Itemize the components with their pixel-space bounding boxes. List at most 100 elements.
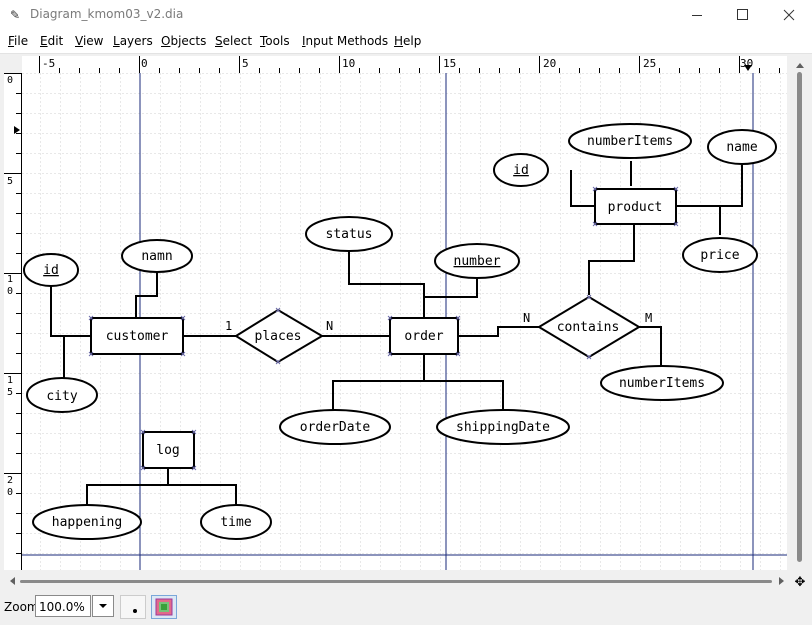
ruler-label: -5 [42,57,55,70]
scroll-left-icon[interactable] [6,573,20,589]
ruler-position-marker-icon [744,65,752,71]
attribute-label: happening [52,515,122,530]
ruler-label: 0 [7,286,13,297]
minimize-button[interactable] [674,0,720,31]
scroll-up-icon[interactable] [790,58,810,72]
entity-label: customer [106,329,169,344]
menu-objects[interactable]: Objects [161,34,207,48]
snap-to-objects-toggle[interactable] [151,595,177,619]
entity-product[interactable]: product [594,188,677,225]
scroll-right-icon[interactable] [774,573,788,589]
dia-app-icon: ✎ [10,8,21,22]
navigate-crosshair-icon[interactable]: ✥ [794,574,806,589]
attribute-log-time[interactable]: time [200,504,272,540]
diagram-canvas[interactable]: customer order product log places contai… [22,73,787,570]
ruler-label: 5 [7,387,13,398]
relationship-places[interactable]: places [234,308,324,364]
ruler-label: 0 [141,57,148,70]
ruler-label: 1 [7,274,13,285]
entity-label: product [608,200,663,215]
menu-help[interactable]: Help [394,34,422,48]
ruler-label: 25 [643,57,656,70]
maximize-button[interactable] [720,0,766,31]
attribute-customer-city[interactable]: city [26,377,98,413]
ruler-label: 20 [543,57,556,70]
attribute-label: shippingDate [456,420,550,435]
object-snap-icon [155,598,173,616]
attribute-order-shippingdate[interactable]: shippingDate [436,409,570,445]
entity-log[interactable]: log [142,431,195,469]
ruler-label: 1 [7,375,13,386]
ruler-label: 2 [7,475,13,486]
ruler-label: 15 [443,57,456,70]
attribute-label: id [513,163,529,178]
attribute-order-number[interactable]: number [434,243,520,279]
vertical-ruler: 0 5 1 0 1 5 2 0 [4,73,22,570]
cardinality-label: N [523,311,530,325]
ruler-label: 0 [7,75,13,86]
attribute-label: numberItems [587,134,673,149]
attribute-customer-namn[interactable]: namn [121,239,193,273]
attribute-customer-id[interactable]: id [23,253,79,287]
entity-label: log [156,443,179,458]
attribute-label: city [46,389,77,404]
menu-select[interactable]: Select [215,34,253,48]
menu-input-methods[interactable]: Input Methods [302,34,389,48]
entity-order[interactable]: order [389,317,459,355]
zoom-dropdown-button[interactable] [92,595,114,617]
attribute-product-id[interactable]: id [493,153,549,187]
close-button[interactable] [766,0,812,31]
menu-file[interactable]: File [8,34,29,48]
vertical-scroll-thumb[interactable] [797,72,802,562]
attribute-label: price [700,248,739,263]
vertical-scrollbar[interactable] [790,56,810,570]
attribute-product-name[interactable]: name [707,129,777,165]
ruler-label: 0 [7,487,13,498]
entity-customer[interactable]: customer [90,317,184,355]
attribute-order-status[interactable]: status [305,216,393,252]
connection-points [88,186,679,471]
status-bar: Zoom 100.0% [0,592,812,625]
title-bar: ✎ Diagram_kmom03_v2.dia [0,0,812,31]
zoom-label: Zoom [4,600,39,614]
zoom-input[interactable]: 100.0% [35,595,91,617]
close-icon [783,9,795,21]
grid-dot-icon [133,609,137,613]
relationship-label: places [255,329,302,344]
menu-bar: File Edit View Layers Objects Select Too… [0,31,812,54]
menu-tools[interactable]: Tools [260,34,290,48]
attribute-order-orderdate[interactable]: orderDate [279,409,391,445]
attribute-label: number [454,254,501,269]
horizontal-scrollbar[interactable] [4,573,790,589]
attribute-label: orderDate [300,420,371,435]
relationship-label: contains [557,320,620,335]
chevron-down-icon [99,604,107,608]
attribute-label: name [726,140,757,155]
snap-to-grid-toggle[interactable] [120,595,146,619]
attribute-label: time [220,515,251,530]
minimize-icon [692,15,702,16]
menu-layers[interactable]: Layers [113,34,153,48]
attribute-contains-numberitems[interactable]: numberItems [600,365,724,401]
cardinality-label: 1 [225,319,232,333]
menu-view[interactable]: View [75,34,104,48]
connection-lines [50,161,743,508]
attribute-product-price[interactable]: price [682,237,758,273]
ruler-position-marker-icon [14,126,20,134]
window-title: Diagram_kmom03_v2.dia [30,7,184,21]
attribute-label: id [43,263,59,278]
ruler-label: 10 [342,57,355,70]
horizontal-scroll-thumb[interactable] [20,580,772,583]
entity-label: order [404,329,443,344]
relationship-contains[interactable]: contains [537,295,641,359]
attribute-label: status [326,227,373,242]
menu-edit[interactable]: Edit [40,34,64,48]
attribute-product-numberitems[interactable]: numberItems [568,123,692,159]
attribute-label: namn [141,249,172,264]
cardinality-label: N [326,319,333,333]
attribute-label: numberItems [619,376,705,391]
attribute-log-happening[interactable]: happening [32,504,142,540]
horizontal-ruler: -5 0 5 10 15 20 25 30 [22,56,787,74]
cardinality-label: M [645,311,652,325]
ruler-label: 5 [242,57,249,70]
